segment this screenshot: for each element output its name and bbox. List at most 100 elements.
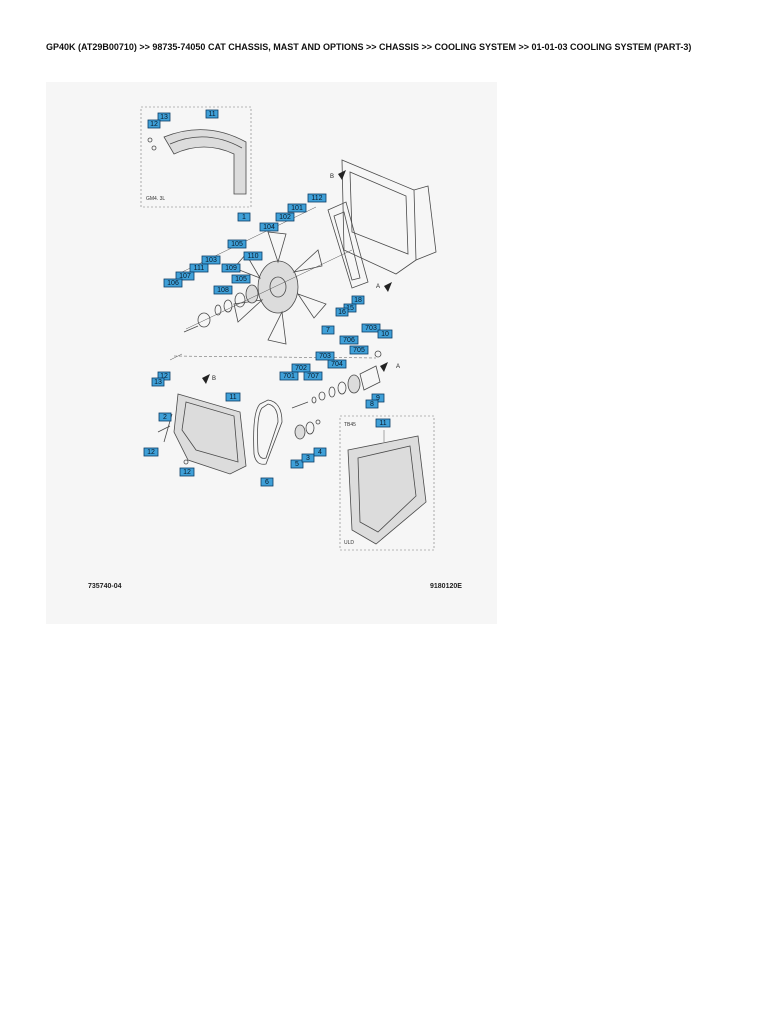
svg-text:A: A: [396, 364, 400, 370]
inset-box-top: [140, 106, 252, 208]
callout-102[interactable]: 102: [275, 212, 295, 222]
callout-706[interactable]: 706: [339, 335, 359, 345]
svg-text:15: 15: [346, 305, 354, 312]
svg-text:107: 107: [179, 273, 191, 280]
svg-text:6: 6: [265, 479, 269, 486]
fan-pulley: [245, 284, 259, 304]
callout-107[interactable]: 107: [175, 271, 195, 281]
svg-text:706: 706: [343, 337, 355, 344]
cooling-fan: [233, 231, 327, 345]
svg-text:16: 16: [338, 309, 346, 316]
callout-12d[interactable]: 12: [179, 467, 195, 477]
svg-text:11: 11: [208, 111, 215, 118]
svg-text:12: 12: [183, 469, 191, 476]
svg-text:111: 111: [194, 265, 205, 272]
callout-105[interactable]: 105: [227, 239, 247, 249]
breadcrumb: GP40K (AT29B00710) >> 98735-74050 CAT CH…: [46, 42, 692, 52]
svg-text:ULD: ULD: [344, 540, 354, 546]
callout-5[interactable]: 5: [290, 459, 304, 469]
svg-text:702: 702: [295, 365, 307, 372]
callout-110[interactable]: 110: [243, 251, 263, 261]
callout-1[interactable]: 1: [237, 212, 251, 222]
callout-703b[interactable]: 703: [315, 351, 335, 361]
fan-shroud-variant: [347, 435, 427, 545]
svg-text:703: 703: [319, 353, 331, 360]
callout-106[interactable]: 106: [163, 278, 183, 288]
callout-702[interactable]: 702: [291, 363, 311, 373]
callout-8[interactable]: 8: [365, 399, 379, 409]
svg-text:18: 18: [354, 297, 362, 304]
drawing-ref-left: 735740-04: [88, 583, 122, 590]
svg-text:703: 703: [365, 325, 377, 332]
svg-text:112: 112: [311, 195, 322, 202]
callout-18[interactable]: 18: [351, 295, 365, 305]
svg-text:102: 102: [279, 214, 291, 221]
svg-text:105: 105: [235, 276, 247, 283]
svg-text:108: 108: [217, 287, 229, 294]
svg-text:B: B: [212, 376, 216, 382]
svg-text:11: 11: [229, 394, 236, 401]
svg-text:104: 104: [263, 224, 275, 231]
svg-text:12: 12: [150, 121, 158, 128]
callout-7[interactable]: 7: [321, 325, 335, 335]
callout-109[interactable]: 109: [221, 263, 241, 273]
svg-text:707: 707: [307, 373, 319, 380]
svg-text:4: 4: [318, 449, 322, 456]
svg-text:5: 5: [295, 461, 299, 468]
callout-10[interactable]: 10: [377, 329, 393, 339]
svg-text:TB45: TB45: [344, 422, 356, 428]
svg-text:9: 9: [376, 395, 380, 402]
svg-text:3: 3: [306, 455, 310, 462]
water-pump: [347, 350, 382, 394]
callout-701[interactable]: 701: [279, 371, 299, 381]
callout-6[interactable]: 6: [260, 477, 274, 487]
callout-103[interactable]: 103: [201, 255, 221, 265]
exploded-view-drawing: GM4. 3L B A A B: [88, 106, 462, 590]
callout-13b[interactable]: 13: [151, 377, 165, 387]
radiator-bracket: [327, 201, 369, 289]
svg-text:705: 705: [353, 347, 365, 354]
callout-101[interactable]: 101: [287, 203, 307, 213]
callout-13[interactable]: 13: [157, 112, 171, 122]
drawing-ref-right: 9180120E: [430, 583, 462, 590]
svg-text:B: B: [330, 174, 334, 180]
callout-104[interactable]: 104: [259, 222, 279, 232]
callout-4[interactable]: 4: [313, 447, 327, 457]
callout-108[interactable]: 108: [213, 285, 233, 295]
svg-text:103: 103: [205, 257, 217, 264]
callout-705[interactable]: 705: [349, 345, 369, 355]
svg-text:109: 109: [225, 265, 237, 272]
callout-111[interactable]: 111: [189, 263, 209, 273]
callout-105b[interactable]: 105: [231, 274, 251, 284]
callout-3[interactable]: 3: [301, 453, 315, 463]
svg-text:1: 1: [242, 214, 246, 221]
callout-707[interactable]: 707: [303, 371, 323, 381]
radiator-frame: [341, 159, 417, 275]
svg-text:701: 701: [283, 373, 295, 380]
svg-text:10: 10: [381, 331, 389, 338]
svg-text:13: 13: [154, 379, 162, 386]
callout-704[interactable]: 704: [327, 359, 347, 369]
callout-12[interactable]: 12: [147, 119, 161, 129]
svg-text:7: 7: [326, 327, 330, 334]
svg-text:8: 8: [370, 401, 374, 408]
svg-text:110: 110: [247, 253, 258, 260]
callout-2[interactable]: 2: [158, 412, 172, 422]
callout-12c[interactable]: 12: [143, 447, 159, 457]
callout-11[interactable]: 11: [205, 109, 219, 119]
svg-text:2: 2: [163, 414, 167, 421]
parts-diagram: GM4. 3L B A A B: [46, 82, 497, 624]
callout-11b[interactable]: 11: [225, 392, 241, 402]
svg-text:106: 106: [167, 280, 179, 287]
callout-112[interactable]: 112: [307, 193, 327, 203]
svg-text:12: 12: [147, 449, 155, 456]
inset-box-bottom: [339, 415, 435, 551]
svg-text:11: 11: [379, 420, 386, 427]
fan-shroud-upper: [163, 129, 247, 195]
callout-11c[interactable]: 11: [375, 418, 391, 428]
svg-text:101: 101: [291, 205, 303, 212]
callout-16[interactable]: 16: [335, 307, 349, 317]
callout-703[interactable]: 703: [361, 323, 381, 333]
svg-text:13: 13: [160, 114, 168, 121]
fan-shroud-lower: [173, 393, 247, 475]
